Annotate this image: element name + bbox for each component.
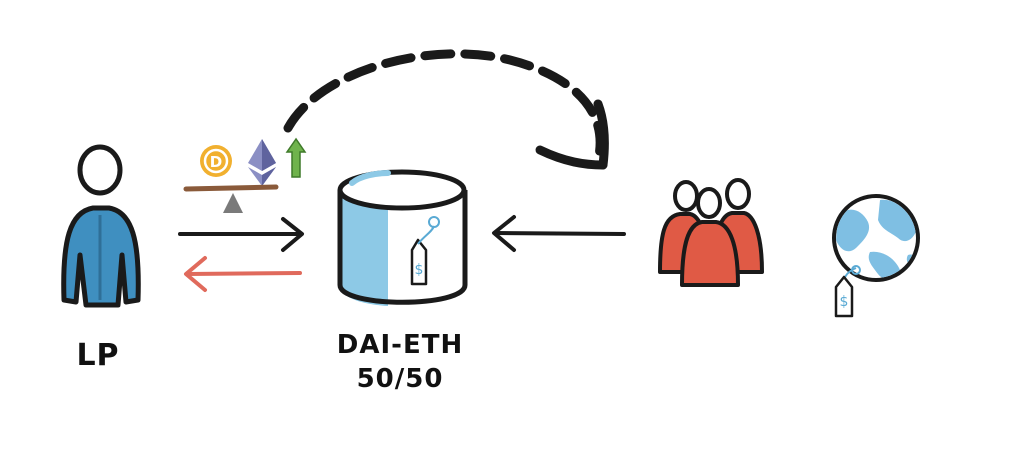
- eth-icon: [248, 139, 276, 186]
- up-arrow-icon: [285, 137, 307, 178]
- traders-group-icon: [658, 178, 764, 287]
- pool-price-tag-icon: $: [410, 216, 440, 286]
- lp-text: LP: [76, 338, 120, 373]
- svg-text:$: $: [840, 294, 849, 310]
- globe-icon: [832, 194, 920, 282]
- svg-text:$: $: [415, 262, 424, 278]
- arbitrage-dashed-arrow: [283, 49, 609, 170]
- withdraw-arrow: [184, 256, 302, 292]
- pool-ratio-text: 50/50: [356, 364, 444, 394]
- svg-text:D: D: [210, 153, 222, 171]
- lp-person-icon: [61, 144, 141, 308]
- balance-scale-icon: [183, 184, 279, 213]
- pool-cylinder-icon: [337, 169, 468, 306]
- trade-arrow: [492, 215, 626, 252]
- globe-price-tag-icon: $: [834, 265, 861, 318]
- dai-coin-icon: D: [200, 145, 232, 177]
- pool-label: DAI-ETH 50/50: [320, 328, 480, 396]
- deposit-arrow: [178, 217, 304, 252]
- pool-pair-text: DAI-ETH: [336, 330, 464, 360]
